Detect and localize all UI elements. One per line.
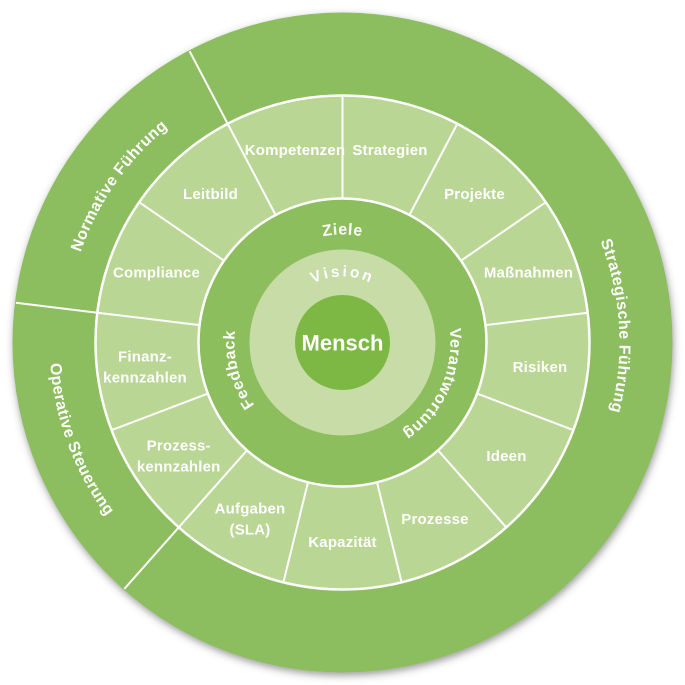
segment-label-compliance: Compliance <box>113 265 200 282</box>
segment-label-kapazitaet: Kapazität <box>308 534 376 551</box>
segment-label-risiken: Risiken <box>513 359 568 376</box>
center-label: Mensch <box>302 331 384 356</box>
segment-divider <box>138 201 225 262</box>
segment-label-ideen: Ideen <box>486 448 526 465</box>
segment-label-prozesskennzahlen: Prozess- <box>147 438 211 455</box>
segment-label-finanzkennzahlen: Finanz- <box>118 349 172 366</box>
segment-divider <box>437 449 508 529</box>
center-circle <box>295 295 390 390</box>
segment-label-projekte: Projekte <box>444 186 505 203</box>
vision-ring-label: Vision <box>308 263 377 287</box>
segment-label-prozesskennzahlen-line2: kennzahlen <box>137 459 221 476</box>
segment-label-massnahmen: Maßnahmen <box>484 265 573 282</box>
segment-label-strategien: Strategien <box>352 142 427 159</box>
segment-divider <box>408 123 459 216</box>
outer-ring-divider <box>188 50 229 125</box>
middle-ring-label-ziele: Ziele <box>321 222 364 241</box>
outer-ring-divider <box>123 526 180 590</box>
segment-divider <box>460 201 547 262</box>
segment-divider <box>111 392 209 432</box>
segment-divider <box>97 311 200 327</box>
segment-divider <box>476 392 574 432</box>
segment-divider <box>376 482 403 583</box>
segment-label-leitbild: Leitbild <box>183 186 238 203</box>
segment-divider <box>177 449 248 529</box>
outer-ring-divider <box>15 301 98 314</box>
segment-label-aufgaben-sla-line2: (SLA) <box>230 522 271 539</box>
segment-label-kompetenzen: Kompetenzen <box>245 142 346 159</box>
segment-divider <box>485 311 588 327</box>
segment-divider <box>282 482 309 583</box>
segment-divider <box>226 123 277 216</box>
segment-label-prozesse: Prozesse <box>401 511 468 528</box>
segment-label-aufgaben-sla: Aufgaben <box>215 501 286 518</box>
segment-label-finanzkennzahlen-line2: kennzahlen <box>103 370 187 387</box>
